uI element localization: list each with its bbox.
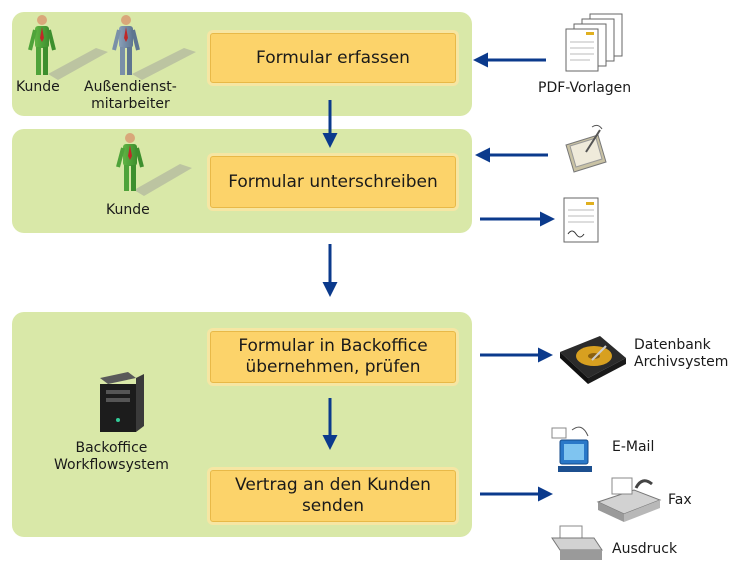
person-green-icon [116,133,192,196]
step-formular-erfassen: Formular erfassen [210,33,456,83]
label-fax: Fax [668,492,692,508]
label-email: E-Mail [612,439,655,455]
pdf-documents-icon [565,13,623,72]
label-backoffice-workflowsystem: Backoffice Workflowsystem [54,440,169,473]
label-datenbank-archivsystem: Datenbank Archivsystem [634,337,729,370]
email-computer-icon [551,426,592,472]
label-kunde-sign: Kunde [106,202,150,218]
label-kunde: Kunde [16,79,60,95]
label-pdf-vorlagen: PDF-Vorlagen [538,80,632,96]
person-green-icon [28,15,108,80]
signed-document-icon [563,197,599,243]
person-blue-icon [112,15,196,80]
step-vertrag-senden: Vertrag an den Kunden senden [210,470,456,522]
step-backoffice-pruefen: Formular in Backoffice übernehmen, prüfe… [210,331,456,383]
step-formular-unterschreiben: Formular unterschreiben [210,156,456,208]
server-tower-icon [100,372,144,432]
fax-machine-icon [596,477,662,522]
printer-icon [551,525,603,560]
label-aussendienstmitarbeiter: Außendienst- mitarbeiter [84,79,177,112]
label-ausdruck: Ausdruck [612,541,678,557]
hard-drive-icon [560,336,626,384]
signature-pad-icon [565,124,607,173]
